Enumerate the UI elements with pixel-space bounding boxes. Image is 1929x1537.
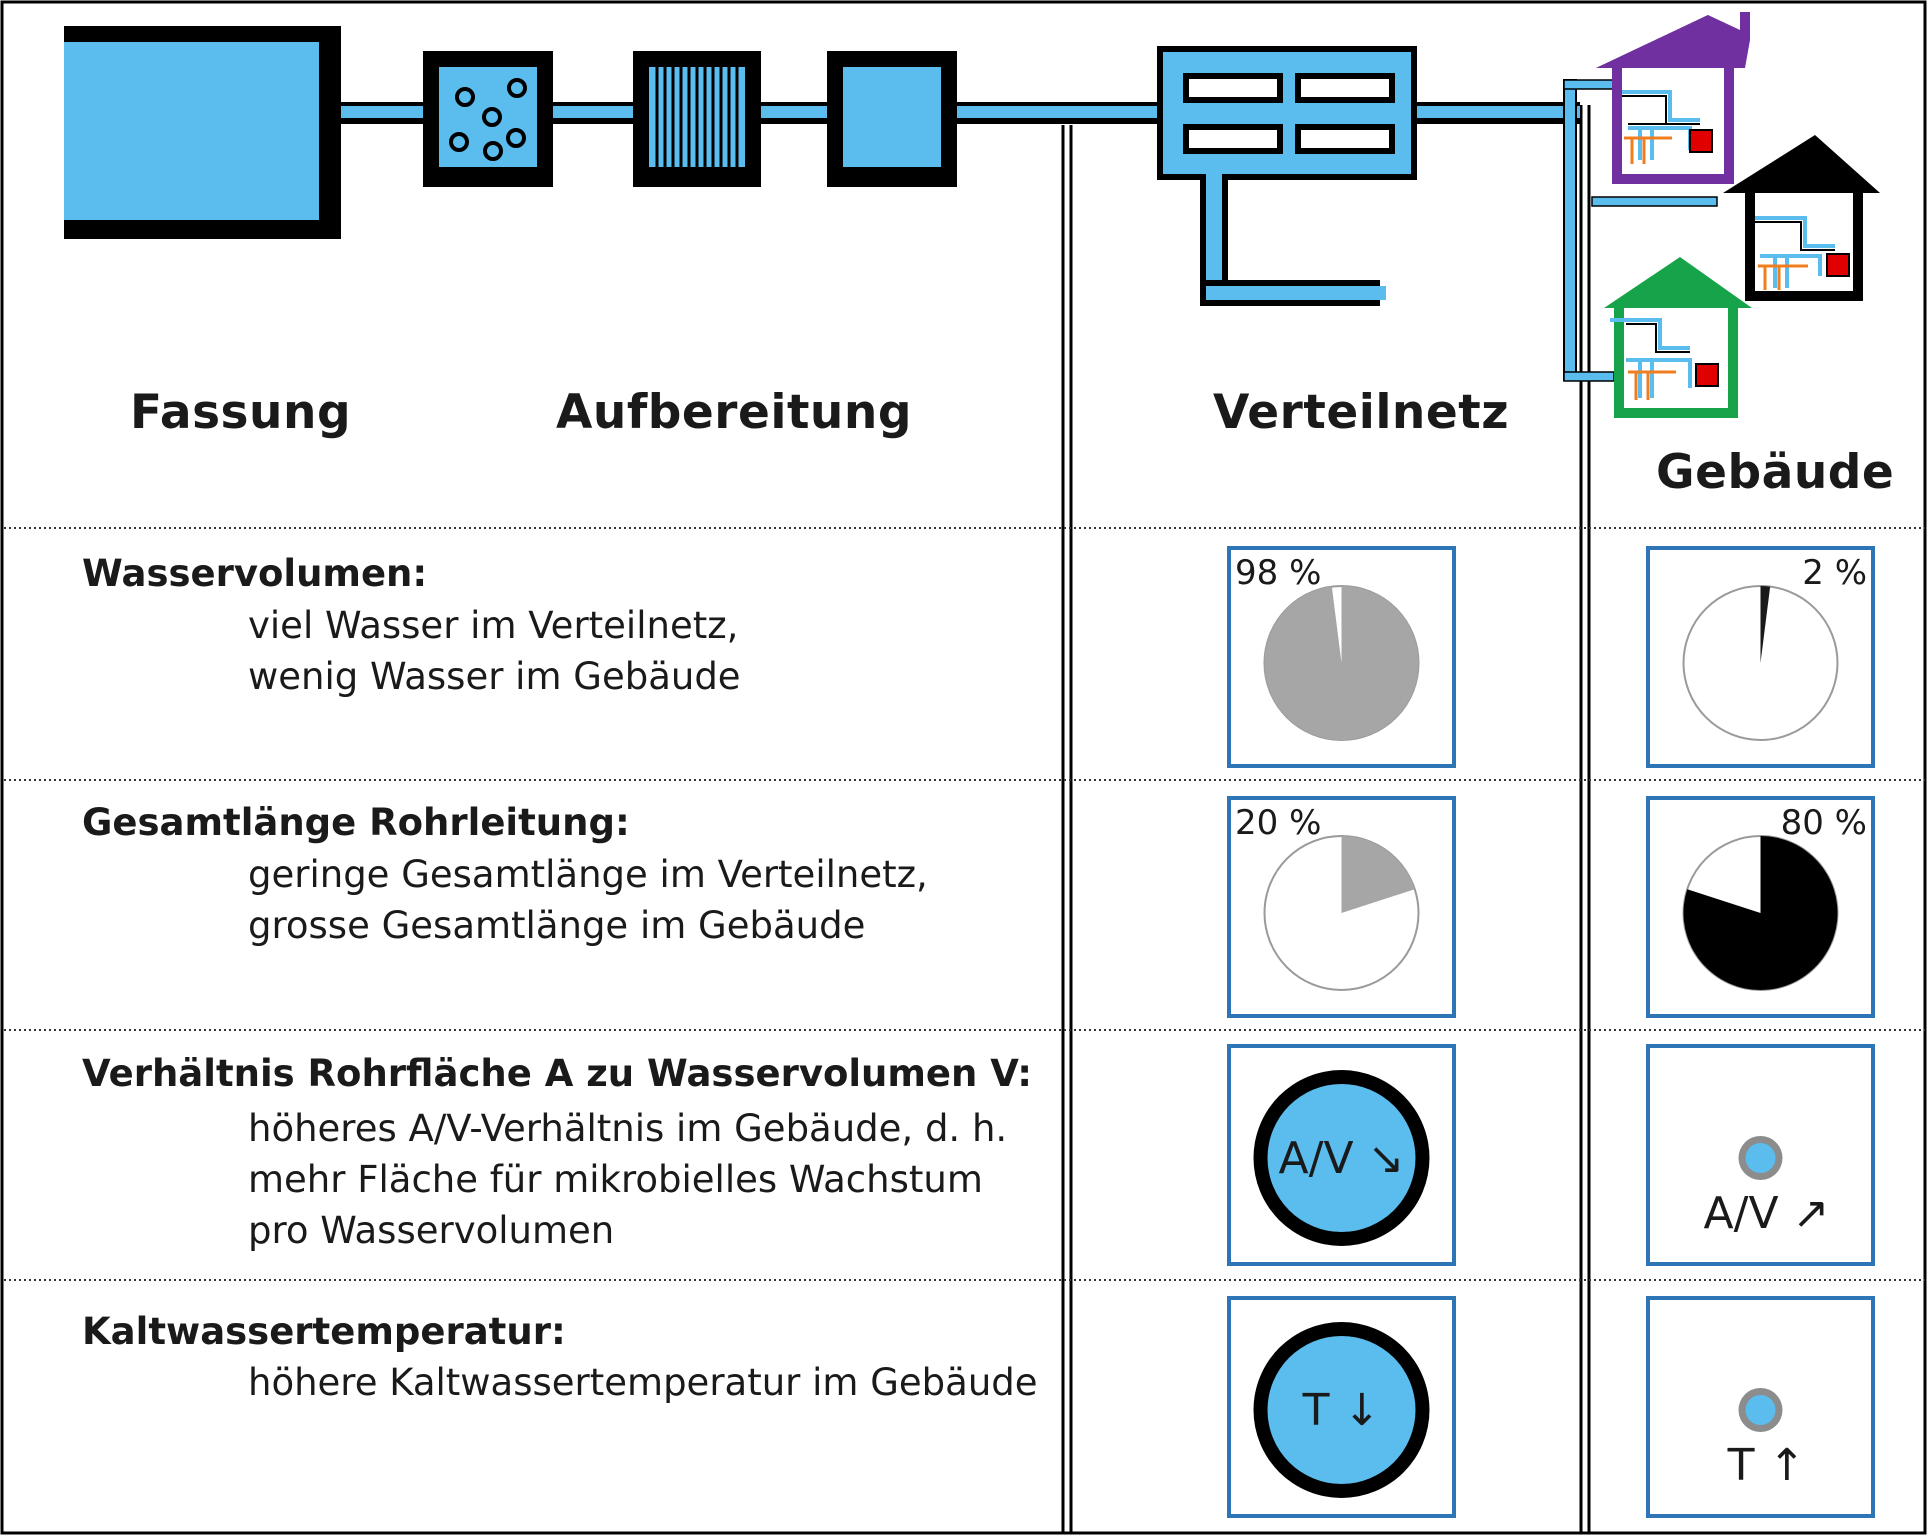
pipe-small-label: T ↑ [1727, 1440, 1806, 1491]
stage-label-verteilnetz: Verteilnetz [1213, 385, 1510, 440]
pie-slice [1683, 836, 1838, 990]
indicator-verteilnetz-row-4: T ↓ [1227, 1296, 1456, 1518]
indicator-gebaeude-row-4: T ↑ [1646, 1296, 1875, 1518]
pipe-small-water [1745, 1143, 1776, 1173]
row-separators [4, 527, 1925, 1281]
row-desc-wasservolumen: viel Wasser im Verteilnetz, wenig Wasser… [248, 604, 741, 698]
house-black [1723, 135, 1880, 301]
distribution-network [1157, 46, 1417, 306]
indicator-box [1646, 1296, 1875, 1518]
column-separator-verteilnetz [1061, 125, 1073, 1533]
row-desc-gesamtlaenge: geringe Gesamtlänge im Verteilnetz, gros… [248, 853, 928, 947]
pipe-large-label: T ↓ [1302, 1385, 1381, 1436]
indicator-gebaeude-row-1: 2 % [1646, 546, 1875, 768]
pipe-large-water [1267, 1336, 1416, 1484]
pie-slice [1760, 586, 1771, 663]
reservoir-fassung [64, 26, 341, 239]
pipe-small-label: A/V ↗ [1704, 1188, 1830, 1239]
pipe-small-water [1745, 1395, 1776, 1425]
indicator-verteilnetz-row-3: A/V ↘ [1227, 1044, 1456, 1266]
filter-particles [423, 51, 553, 187]
row-desc-kaltwassertemperatur: höhere Kaltwassertemperatur im Gebäude [248, 1361, 1038, 1404]
indicator-verteilnetz-row-1: 98 % [1227, 546, 1456, 768]
treatment-tank [827, 51, 957, 187]
house-green [1604, 257, 1752, 418]
pie-percent-label: 20 % [1235, 803, 1321, 843]
pie-percent-label: 98 % [1235, 553, 1321, 593]
stage-label-aufbereitung: Aufbereitung [556, 385, 912, 440]
stage-label-fassung: Fassung [130, 385, 352, 440]
pipe-large-water [1267, 1084, 1416, 1232]
indicator-verteilnetz-row-2: 20 % [1227, 796, 1456, 1018]
column-separator-gebaeude [1579, 105, 1591, 1533]
row-title-wasservolumen: Wasservolumen: [82, 552, 428, 595]
row-title-kaltwassertemperatur: Kaltwassertemperatur: [82, 1310, 566, 1353]
house-purple [1596, 12, 1750, 184]
row-title-gesamtlaenge: Gesamtlänge Rohrleitung: [82, 801, 630, 844]
stage-label-gebaeude: Gebäude [1656, 445, 1895, 500]
indicator-gebaeude-row-2: 80 % [1646, 796, 1875, 1018]
pie-slice [1264, 586, 1419, 740]
pie-percent-label: 80 % [1781, 803, 1867, 843]
row-title-av-verhaeltnis: Verhältnis Rohrfläche A zu Wasservolumen… [82, 1052, 1033, 1095]
row-desc-av-verhaeltnis: höheres A/V-Verhältnis im Gebäude, d. h.… [248, 1107, 1008, 1252]
pie-slice [1341, 836, 1415, 913]
pipe-large-label: A/V ↘ [1279, 1133, 1405, 1184]
indicator-gebaeude-row-3: A/V ↗ [1646, 1044, 1875, 1266]
filter-membrane [633, 51, 761, 187]
pie-percent-label: 2 % [1802, 553, 1867, 593]
